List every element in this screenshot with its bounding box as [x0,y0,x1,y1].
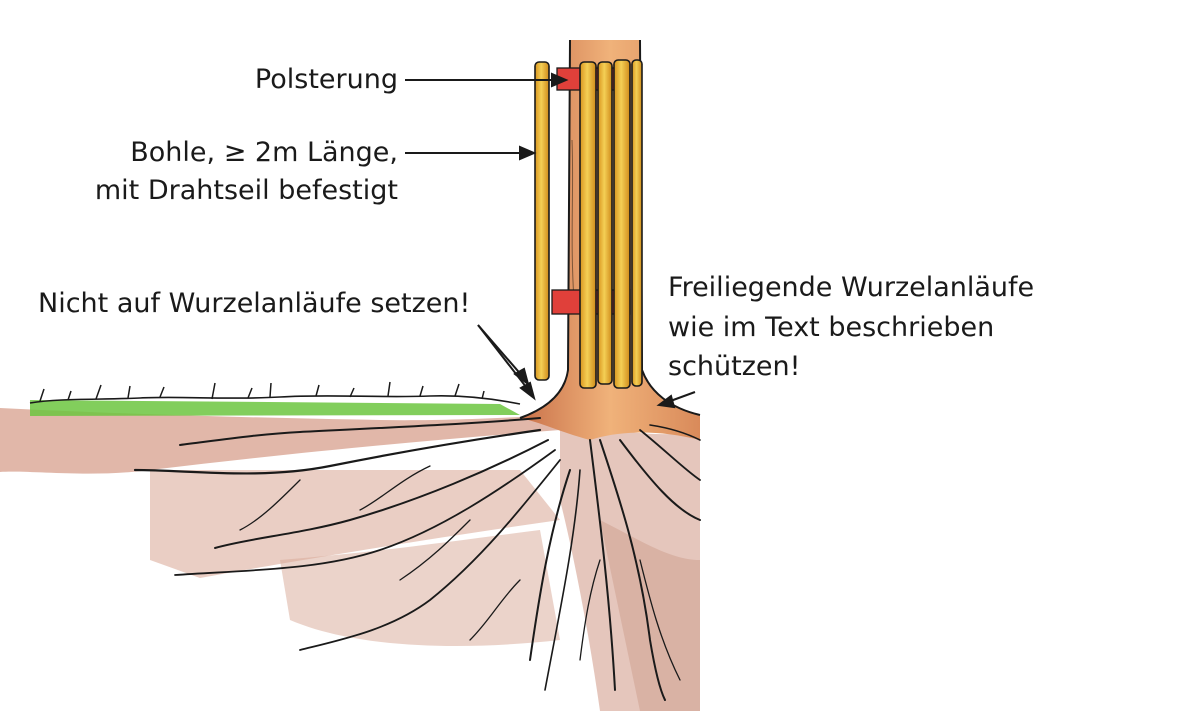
label-exposed-line3: schützen! [668,351,801,382]
planks-front [579,59,643,389]
label-plank-line2: mit Drahtseil befestigt [94,175,398,206]
leader-lines [405,72,696,409]
plank-left [534,61,550,381]
label-no-roots: Nicht auf Wurzelanläufe setzen! [38,288,471,319]
roots [133,417,701,701]
label-exposed-line1: Freiliegende Wurzelanläufe [668,272,1035,303]
label-exposed-line2: wie im Text beschrieben [668,312,995,343]
grass-strip [29,381,521,416]
label-padding: Polsterung [254,64,398,95]
label-plank-line1: Bohle, ≥ 2m Länge, [130,137,398,168]
